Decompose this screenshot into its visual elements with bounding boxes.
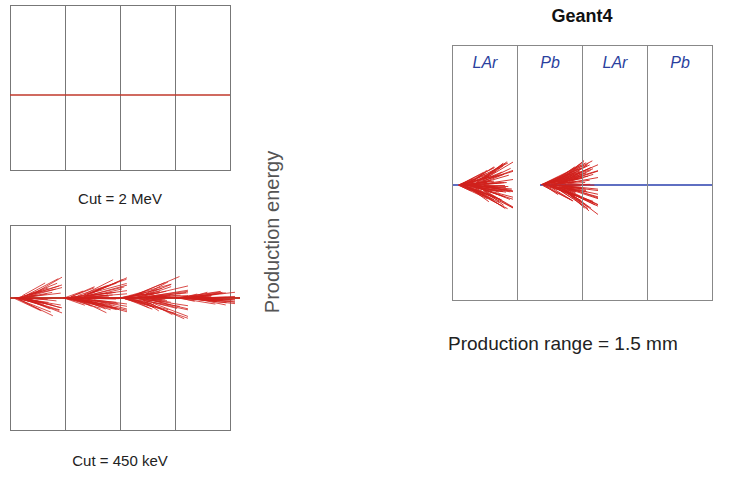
figure-title: Geant4 <box>551 6 612 27</box>
shower-track <box>135 300 188 318</box>
shower-track <box>29 298 43 299</box>
shower-track <box>125 298 153 304</box>
shower-track <box>460 184 475 185</box>
axis-label: Production energy <box>261 151 284 313</box>
layer-strip: Pb <box>517 45 583 301</box>
panel-frame <box>453 46 713 301</box>
layer-strip: LAr <box>452 45 518 301</box>
shower-track <box>130 299 149 303</box>
shower-track <box>63 297 109 298</box>
shower-track <box>470 167 494 182</box>
shower-track <box>568 191 591 208</box>
panel-2mev <box>11 5 231 171</box>
material-label: Pb <box>518 46 582 72</box>
shower-track <box>188 299 227 303</box>
shower-track <box>465 187 508 209</box>
shower-track <box>462 168 495 185</box>
shower-track <box>127 299 152 309</box>
shower-track <box>71 287 94 297</box>
shower-track <box>483 186 497 189</box>
shower-track <box>551 169 593 184</box>
shower-track <box>544 178 559 184</box>
shower-track <box>565 163 588 179</box>
layer-strip: Pb <box>647 45 713 301</box>
shower-track <box>91 280 122 294</box>
shower <box>14 277 235 319</box>
material-label: Pb <box>648 46 712 72</box>
shower-track <box>567 192 589 211</box>
shower <box>458 160 598 214</box>
shower-track <box>22 283 45 296</box>
layer-strip: LAr <box>582 45 648 301</box>
panel-450kev <box>11 225 231 431</box>
shower-track <box>81 299 116 302</box>
shower-track <box>71 288 94 297</box>
material-label: LAr <box>583 46 647 72</box>
shower-track <box>481 163 504 179</box>
shower-track <box>149 290 188 296</box>
shower-track <box>569 188 598 198</box>
particle-track <box>540 184 712 186</box>
shower-track <box>14 297 31 298</box>
shower-track <box>24 288 48 296</box>
shower-track <box>21 298 31 300</box>
shower-track <box>65 298 89 302</box>
shower-track <box>476 189 513 208</box>
shower-track <box>152 300 188 308</box>
shower-track <box>189 292 222 297</box>
range-caption: Production range = 1.5 mm <box>448 333 678 355</box>
shower-track <box>469 163 508 183</box>
material-label: LAr <box>453 46 517 72</box>
shower-track <box>123 284 171 297</box>
shower-track <box>548 185 581 187</box>
shower-track <box>84 280 113 295</box>
shower-track <box>78 279 127 295</box>
cut-caption: Cut = 2 MeV <box>78 190 162 207</box>
shower-track <box>25 300 60 310</box>
shower-track <box>146 299 166 300</box>
particle-track <box>10 94 230 95</box>
shower-track <box>180 296 203 297</box>
shower-track <box>473 170 487 181</box>
shower-track <box>484 180 513 184</box>
cut-caption: Cut = 450 keV <box>72 452 167 469</box>
shower-track <box>82 300 127 312</box>
